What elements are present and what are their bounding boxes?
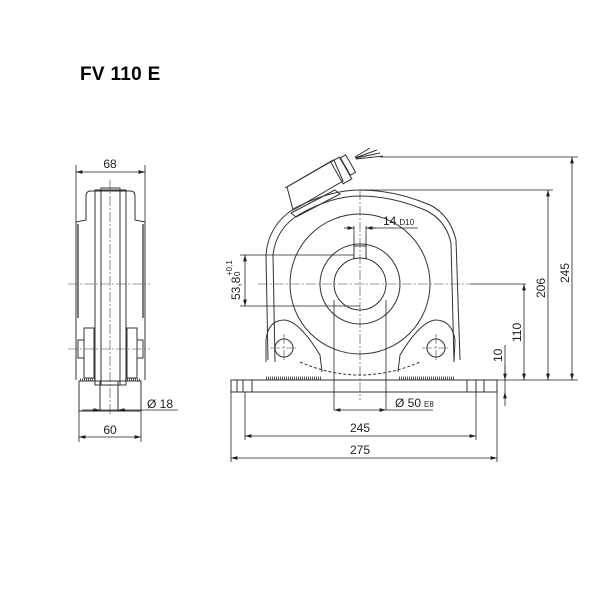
- dim-keyway-tolerance: D10: [399, 218, 414, 227]
- dim-side-width: 68: [103, 157, 117, 171]
- sensor-housing: [284, 147, 384, 218]
- dim-body-height: 206: [534, 278, 548, 298]
- dim-hole-diameter: Ø 18: [147, 397, 173, 411]
- dim-keyway-depth-label: 53,8 +0,1 0: [225, 260, 243, 300]
- dim-base-length: 275: [350, 443, 370, 457]
- svg-text:53,8: 53,8: [229, 276, 243, 300]
- dim-keyway-width: 14: [383, 214, 397, 228]
- dim-bore-tolerance: E8: [424, 400, 434, 409]
- svg-text:0: 0: [233, 271, 242, 276]
- front-view: [230, 147, 498, 400]
- dim-total-height: 245: [558, 263, 572, 283]
- drawing-title: FV 110 E: [80, 64, 161, 85]
- side-view: [68, 180, 150, 415]
- dim-bore-diameter: Ø 50: [395, 396, 421, 410]
- svg-text:+0,1: +0,1: [225, 260, 234, 276]
- dim-hole-spacing: 245: [350, 421, 370, 435]
- dim-base-width: 60: [103, 423, 117, 437]
- dim-base-height: 10: [491, 348, 505, 362]
- dim-shaft-height: 110: [510, 323, 524, 342]
- side-view-dimensions: 68 60 Ø 18: [75, 157, 178, 442]
